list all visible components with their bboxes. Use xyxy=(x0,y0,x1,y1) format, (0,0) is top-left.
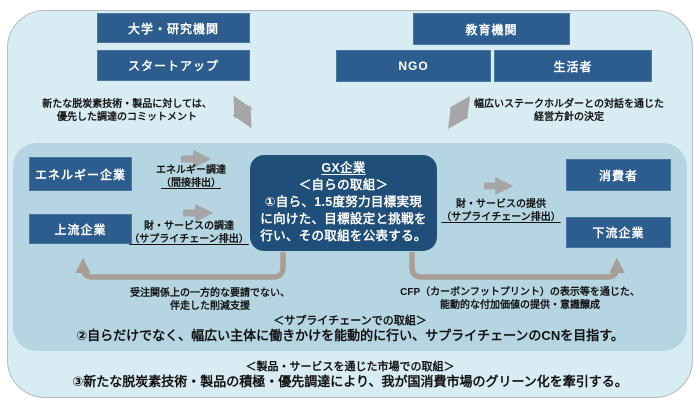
box-upstream-company: 上流企業 xyxy=(29,214,132,244)
annotation-stakeholder-dialogue: 幅広いステークホルダーとの対話を通じた 経営方針の決定 xyxy=(474,99,664,123)
box-startup: スタートアップ xyxy=(97,50,250,81)
annotation-cfp: CFP（カーボンフットプリント）の表示等を通じた、 能動的な付加価値の提供・意識… xyxy=(400,287,640,311)
gx-company-box: GX企業 ＜自らの取組＞ ①自ら、1.5度努力目標実現 に向けた、目標設定と挑戦… xyxy=(250,155,437,251)
box-downstream-company: 下流企業 xyxy=(566,217,671,248)
market-initiative-header: ＜製品・サービスを通じた市場での取組＞ xyxy=(245,361,455,373)
box-citizen: 生活者 xyxy=(494,50,652,82)
gx-body-line1: ①自ら、1.5度努力目標実現 xyxy=(264,195,423,209)
box-education: 教育機関 xyxy=(413,13,570,45)
market-initiative-body: ③新たな脱炭素技術・製品の積極・優先調達により、我が国消費市場のグリーン化を牽引… xyxy=(72,374,628,389)
gx-title: GX企業 xyxy=(321,161,366,175)
box-energy-company: エネルギー企業 xyxy=(29,157,132,191)
box-ngo: NGO xyxy=(336,50,491,82)
annotation-goods-procurement: 財・サービスの調達 （サプライチェーン排出） xyxy=(129,221,249,245)
box-university-research: 大学・研究機関 xyxy=(97,13,250,43)
gx-body-line3: 行い、その取組を公表する。 xyxy=(260,229,427,243)
box-consumer: 消費者 xyxy=(566,159,671,191)
gx-body-line2: に向けた、目標設定と挑戦を xyxy=(260,212,427,226)
annotation-procurement-commitment: 新たな脱炭素技術・製品に対しては、 優先した調達のコミットメント xyxy=(42,99,212,123)
annotation-energy-procurement: エネルギー調達 （間接排出） xyxy=(156,165,226,189)
supplychain-initiative-body: ②自らだけでなく、幅広い主体に働きかけを能動的に行い、サプライチェーンのCNを目… xyxy=(76,328,624,343)
gx-subtitle: ＜自らの取組＞ xyxy=(298,178,389,192)
supplychain-initiative-header: ＜サプライチェーンでの取組＞ xyxy=(273,315,427,327)
annotation-reduction-support: 受注関係上の一方的な要請でない、 伴走した削減支援 xyxy=(130,288,290,312)
annotation-goods-provision: 財・サービスの提供 （サプライチェーン排出） xyxy=(441,199,561,223)
